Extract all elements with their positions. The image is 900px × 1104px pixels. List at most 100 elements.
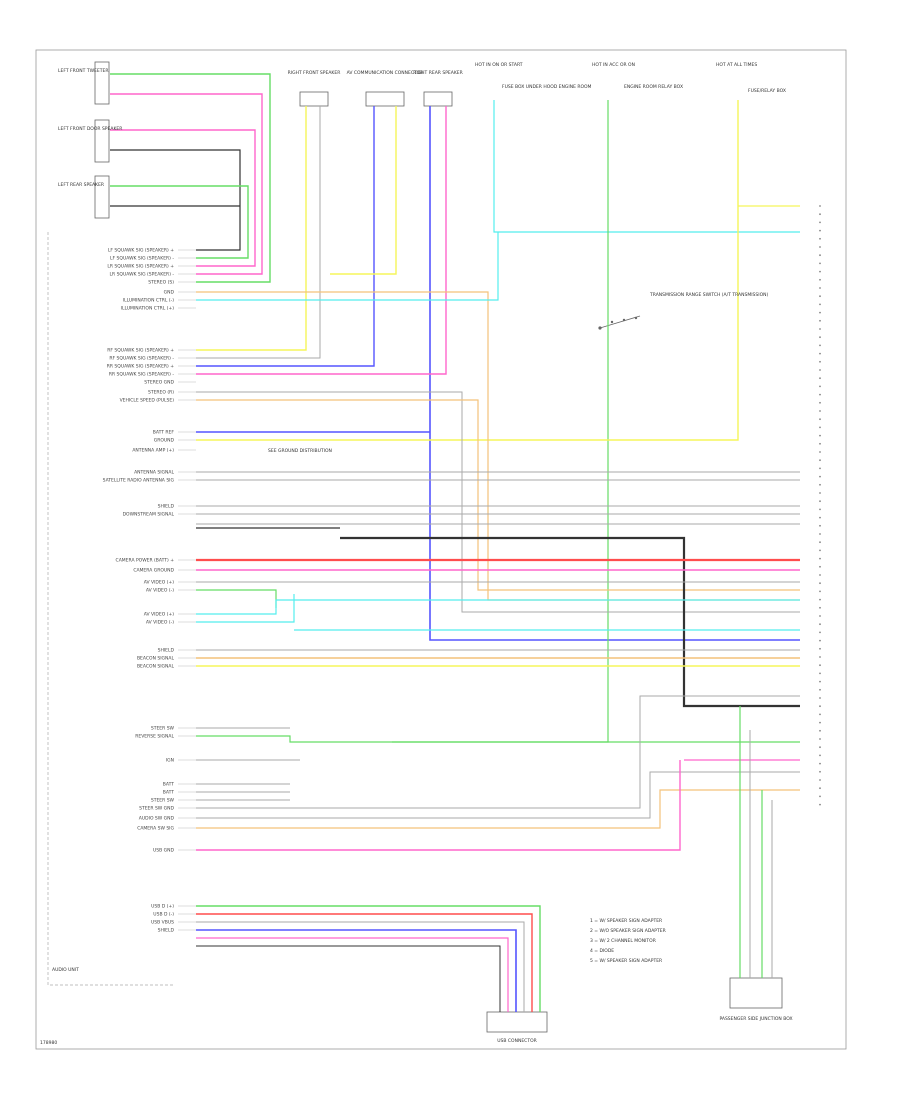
pin-label: USB GND <box>153 848 175 854</box>
connector-dot <box>819 262 821 265</box>
connector-dot <box>819 500 821 503</box>
connector-dot <box>819 287 821 289</box>
wire-layer <box>110 73 821 1012</box>
left-front-door-speaker-label: LEFT FRONT DOOR SPEAKER <box>58 126 122 132</box>
wire-lf-door-minus <box>110 149 241 251</box>
wire-usb-drain <box>196 945 501 1012</box>
wire-fuse-ign <box>493 100 800 233</box>
pin-label: STEER SW <box>151 726 175 732</box>
connector-dot <box>819 483 821 486</box>
left-front-tweeter-label: LEFT FRONT TWEETER <box>58 68 108 74</box>
connector-dot <box>819 328 821 330</box>
transmission-switch-symbol <box>598 315 641 330</box>
pin-label: ILLUMINATION CTRL (-) <box>123 298 174 304</box>
pin-label: RF SQUAWK SIG (SPEAKER) - <box>109 356 174 362</box>
right-front-speaker-label: RIGHT FRONT SPEAKER <box>288 70 341 76</box>
connector-dot <box>819 278 821 281</box>
pin-label: BEACON SIGNAL <box>137 656 175 662</box>
wire-lf-door-plus <box>110 129 256 267</box>
connector-dot <box>819 401 821 404</box>
connector-dot <box>819 385 821 388</box>
pin-label: BEACON SIGNAL <box>137 664 175 670</box>
wire-audio-sw-gnd <box>196 771 800 819</box>
wire-rr-minus <box>196 106 447 375</box>
connector-dot <box>819 336 821 339</box>
connector-dot <box>819 434 821 437</box>
right-rear-speaker-box <box>423 91 453 107</box>
pin-label: ANTENNA SIGNAL <box>134 470 174 476</box>
connector-dot <box>819 410 821 412</box>
pin-label: LR SQUAWK SIG (SPEAKER) - <box>110 272 175 278</box>
connector-dot <box>819 656 821 658</box>
transmission-switch-label: TRANSMISSION RANGE SWITCH (A/T TRANSMISS… <box>649 292 768 298</box>
connector-dot <box>819 795 821 798</box>
connector-dot <box>819 524 821 527</box>
pin-label: USB D (+) <box>151 904 174 910</box>
fuse-box-1-note: FUSE BOX UNDER HOOD ENGINE ROOM <box>502 84 592 90</box>
pin-label: GROUND <box>154 438 175 444</box>
passenger-side-junction-box <box>729 977 783 1009</box>
connector-dot <box>819 647 821 650</box>
wire-lf-tweeter-minus <box>110 93 263 275</box>
pin-label: ANTENNA AMP (+) <box>132 448 174 454</box>
pin-label: RR SQUAWK SIG (SPEAKER) - <box>109 372 174 378</box>
connector-dot <box>819 270 821 273</box>
wire-stereo-s <box>196 291 800 601</box>
connector-dot <box>819 549 821 552</box>
left-rear-speaker-label: LEFT REAR SPEAKER <box>58 182 104 188</box>
connector-dot <box>819 762 821 765</box>
legend-item-2: 2 = W/O SPEAKER SIGN ADAPTER <box>590 928 666 934</box>
connector-dot <box>819 237 821 240</box>
connector-dot <box>819 754 821 757</box>
wire-steer-sw-gnd <box>196 695 800 809</box>
usb-connector-box <box>486 1011 548 1033</box>
left-front-door-speaker-box <box>94 119 110 163</box>
connector-dot <box>819 598 821 601</box>
pin-label: DOWNSTREAM SIGNAL <box>123 512 175 518</box>
pin-label: CAMERA POWER (BATT) + <box>116 558 175 564</box>
footer-unit-label: AUDIO UNIT <box>52 967 79 973</box>
connector-dot <box>819 582 821 585</box>
wire-usb-vbus <box>196 929 517 1012</box>
legend-item-4: 4 = DIODE <box>590 948 614 954</box>
audio-unit-boundary <box>47 232 175 986</box>
connector-dot <box>819 688 821 691</box>
connector-dot <box>819 721 821 724</box>
connector-dot <box>819 639 821 642</box>
connector-dot <box>819 713 821 716</box>
wire-fuse-batt <box>196 100 739 441</box>
pin-label: AUDIO SW GND <box>139 816 175 822</box>
wire-camera-sw-sig <box>196 760 681 851</box>
pin-label: SHIELD <box>158 648 175 654</box>
wire-rr-plus <box>429 106 800 641</box>
pin-label: RF SQUAWK SIG (SPEAKER) + <box>107 348 174 354</box>
connector-dot <box>819 393 821 396</box>
connector-dot <box>819 319 821 322</box>
connector-dot <box>819 557 821 560</box>
connector-dot <box>819 516 821 519</box>
pin-label: STEER SW <box>151 798 175 804</box>
connector-dot <box>819 492 821 494</box>
connector-dot <box>819 205 821 207</box>
wire-rf-plus <box>196 106 307 351</box>
pin-label: LF SQUAWK SIG (SPEAKER) + <box>108 248 174 254</box>
pin-label: BATT REF <box>153 430 175 436</box>
connector-dot <box>819 475 821 478</box>
usb-connector-label: USB CONNECTOR <box>497 1038 537 1044</box>
fuse-box-3-note: FUSE/RELAY BOX <box>748 88 786 94</box>
connector-dot <box>819 442 821 445</box>
connector-dot <box>819 254 821 257</box>
connector-dot <box>819 738 821 740</box>
pin-label: USB VBUS <box>151 920 174 926</box>
pin-label: GND <box>164 290 175 296</box>
connector-dot <box>819 680 821 683</box>
connector-dot <box>819 459 821 462</box>
connector-dot <box>819 541 821 544</box>
connector-dot <box>819 344 821 347</box>
pin-label: USB D (-) <box>153 912 174 918</box>
connector-dot <box>819 803 821 806</box>
connector-dot <box>819 787 821 790</box>
wire-usb-dminus <box>196 921 525 1012</box>
connector-dot <box>819 606 821 609</box>
